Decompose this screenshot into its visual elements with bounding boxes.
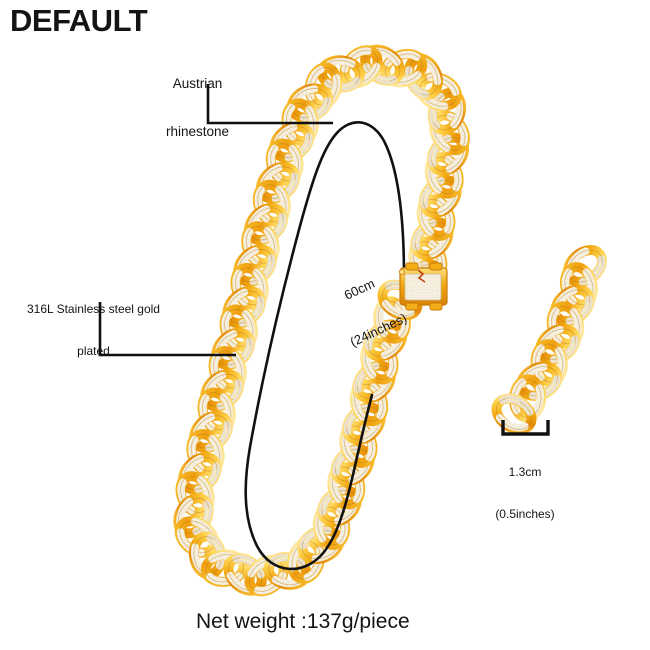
rhinestone-box-clasp <box>398 262 448 311</box>
annotation-austrian-rhinestone: Austrian rhinestone <box>166 44 229 172</box>
length-cm: 60cm <box>341 275 377 303</box>
annotation-line-2: rhinestone <box>166 124 230 139</box>
annotation-line-1: 316L Stainless steel gold <box>27 302 160 316</box>
length-measure-line <box>244 121 406 571</box>
width-cm: 1.3cm <box>508 465 542 479</box>
length-inches: (24inches) <box>347 310 410 350</box>
leader-line-rhinestone <box>206 84 333 125</box>
annotation-line-1: Austrian <box>172 76 223 91</box>
width-bracket <box>501 420 550 436</box>
page-title: DEFAULT <box>10 3 148 38</box>
annotation-width: 1.3cm (0.5inches) <box>487 437 563 549</box>
leader-line-material <box>98 302 236 357</box>
annotation-line-2: plated <box>77 344 110 358</box>
cuban-link-detail-segment <box>491 243 609 435</box>
width-inches: (0.5inches) <box>495 507 555 521</box>
annotation-material: 316L Stainless steel gold plated <box>27 274 160 386</box>
net-weight-caption: Net weight :137g/piece <box>196 610 410 633</box>
